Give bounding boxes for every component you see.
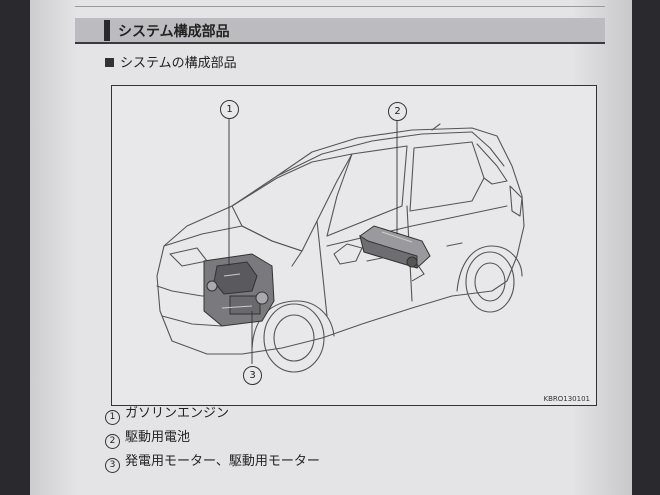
legend-item: 1 ガソリンエンジン	[105, 402, 320, 426]
side-window-rear	[409, 141, 485, 212]
side-window-front	[326, 145, 408, 237]
legend-item: 2 駆動用電池	[105, 426, 320, 450]
car-body-outline	[156, 127, 525, 355]
front-wheel	[263, 303, 325, 373]
hood	[163, 225, 303, 267]
headlight	[169, 247, 208, 267]
legend-item: 3 発電用モーター、駆動用モーター	[105, 450, 320, 474]
section-title: システム構成部品	[118, 24, 230, 40]
subheading-text: システムの構成部品	[120, 56, 237, 71]
legend-number: 3	[105, 458, 120, 473]
side-mirror	[333, 243, 363, 265]
square-bullet-icon	[105, 58, 114, 67]
top-rule	[75, 6, 605, 7]
legend-label: ガソリンエンジン	[125, 406, 230, 421]
system-components-figure: 1 2 3 KBRO130101	[111, 85, 597, 406]
legend-number: 1	[105, 410, 120, 425]
rear-wheel-arch	[456, 245, 523, 292]
subheading: システムの構成部品	[105, 52, 237, 71]
roof-line	[276, 131, 473, 177]
section-marker	[104, 20, 110, 41]
legend-number: 2	[105, 434, 120, 449]
section-header: システム構成部品	[75, 18, 605, 44]
legend: 1 ガソリンエンジン 2 駆動用電池 3 発電用モーター、駆動用モーター	[105, 402, 320, 474]
drive-battery	[359, 225, 431, 282]
front-wheel-arch	[251, 300, 335, 349]
engine-block	[203, 253, 275, 327]
callout-2: 2	[388, 102, 407, 121]
callout-3: 3	[243, 366, 262, 385]
figure-code: KBRO130101	[543, 395, 591, 403]
rear-wheel	[465, 251, 515, 313]
manual-page: システム構成部品 システムの構成部品	[30, 0, 632, 495]
legend-label: 発電用モーター、駆動用モーター	[125, 454, 320, 469]
car-illustration	[156, 117, 525, 373]
legend-label: 駆動用電池	[125, 430, 191, 445]
callout-1: 1	[220, 100, 239, 119]
